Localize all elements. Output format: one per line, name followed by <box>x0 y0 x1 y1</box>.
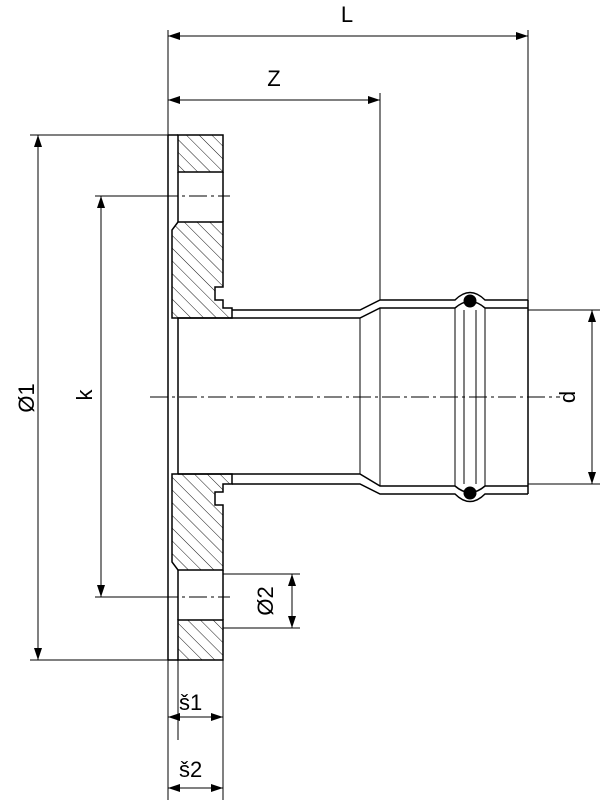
flange-section <box>167 134 233 661</box>
flange-bottom-hub <box>171 473 233 571</box>
flange-top-hub <box>171 221 233 319</box>
label-thickness-1: š1 <box>179 690 202 715</box>
extension-lines <box>30 30 600 800</box>
label-Z: Z <box>267 66 280 91</box>
pipe-body <box>177 291 529 503</box>
label-hole-diameter: Ø2 <box>253 586 278 615</box>
center-lines <box>150 195 560 598</box>
label-d: d <box>555 391 580 403</box>
flange-bottom-lug <box>177 619 224 661</box>
dimension-labels: L Z Ø1 k d Ø2 š1 š2 <box>14 2 580 782</box>
label-thickness-2: š2 <box>179 757 202 782</box>
flange-top-lug <box>177 134 224 173</box>
label-flange-diameter: Ø1 <box>14 383 39 412</box>
seal-ring-bottom <box>463 486 477 500</box>
label-L: L <box>341 2 353 27</box>
dimension-lines <box>34 32 596 792</box>
label-k: k <box>72 389 97 401</box>
seal-ring-top <box>463 294 477 308</box>
